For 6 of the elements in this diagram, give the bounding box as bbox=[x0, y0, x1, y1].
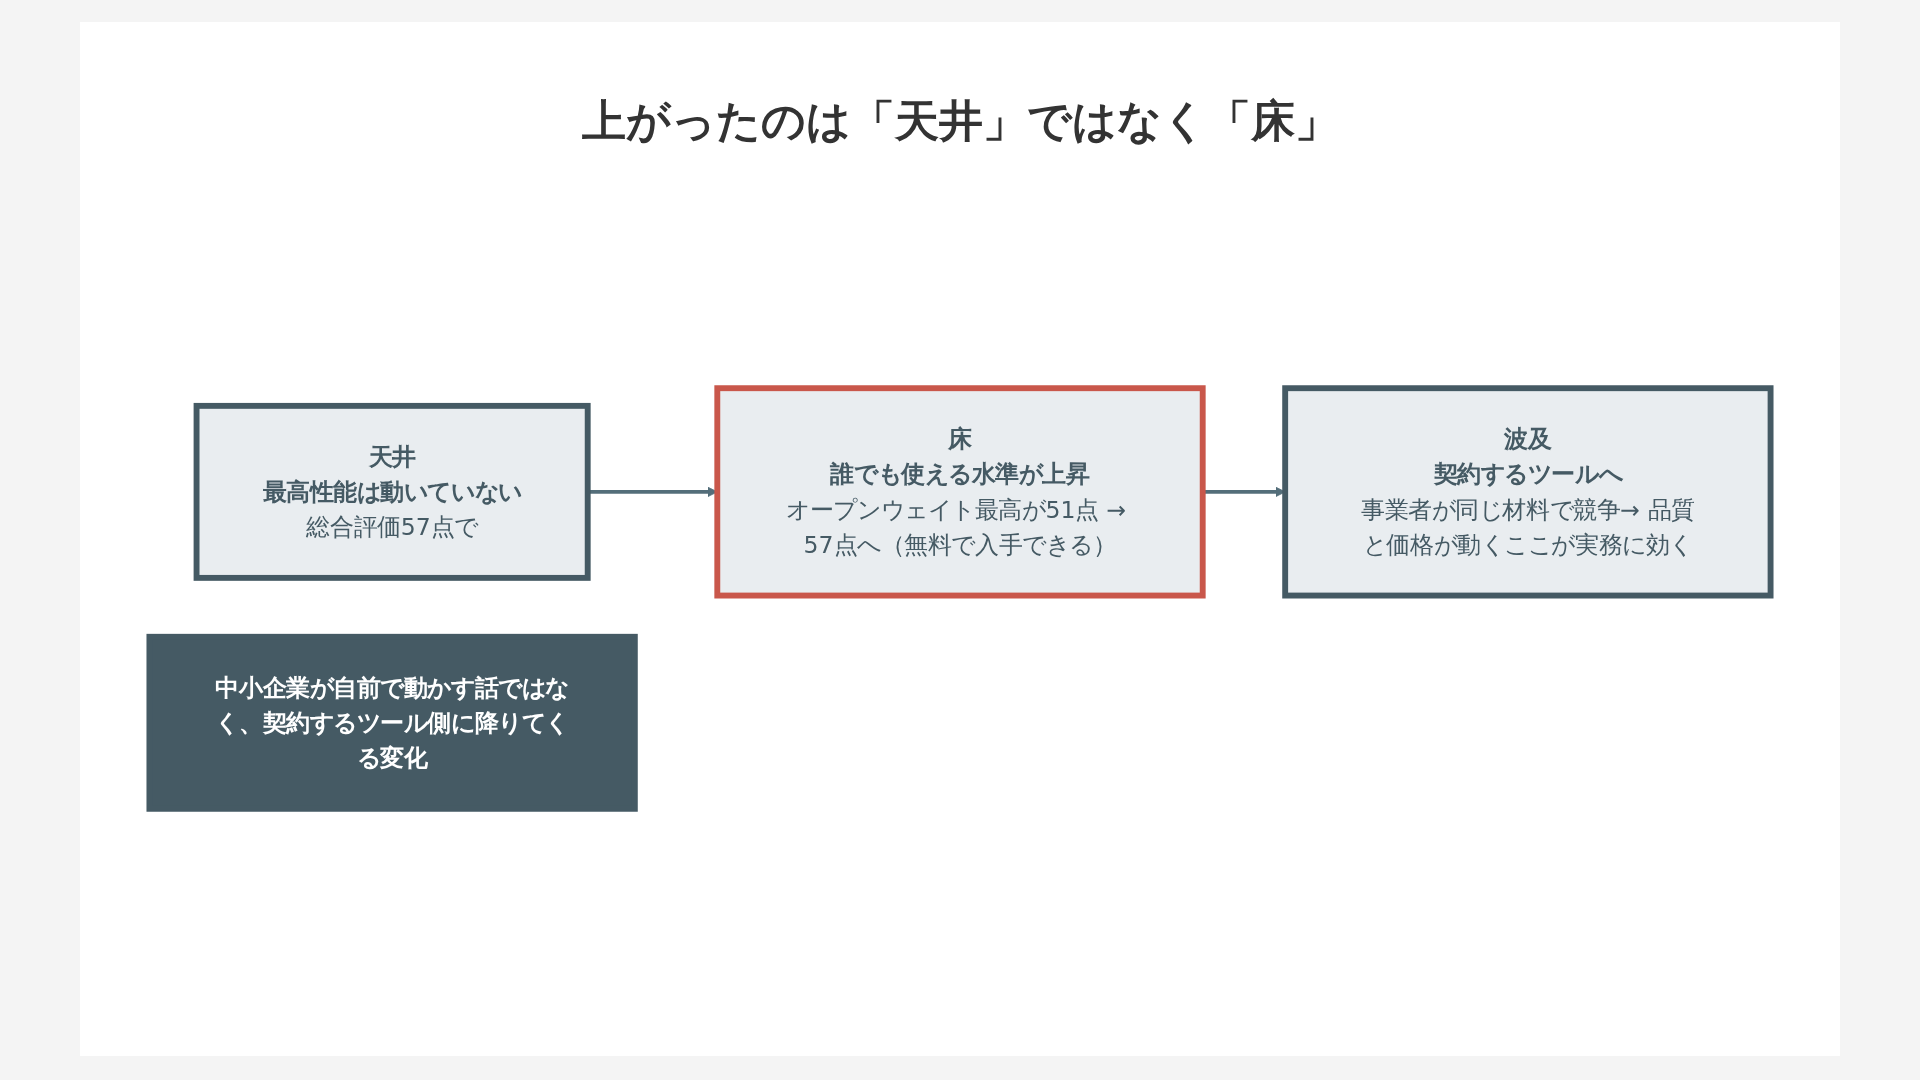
title: 上がったのは「天井」ではなく「床」 bbox=[581, 94, 1339, 148]
node-box bbox=[193, 402, 591, 581]
node-box bbox=[714, 385, 1206, 599]
node-box bbox=[146, 633, 638, 812]
node-box bbox=[1282, 385, 1774, 599]
slide-card: 上がったのは「天井」ではなく「床」 天井 最高性能は動いていない 総合評価57点で 床 誰でも使える水準が上昇 オープンウェイト最高が51点 → 57点へ（無料で入手できる） 波及 契約するツールへ 事業者が同じ材料で競争→ 品質と価格が動くここが実務に効く 中小企業が自前で動かす話ではなく、契約するツール側に降りてくる変化 bbox=[80, 22, 1840, 1056]
